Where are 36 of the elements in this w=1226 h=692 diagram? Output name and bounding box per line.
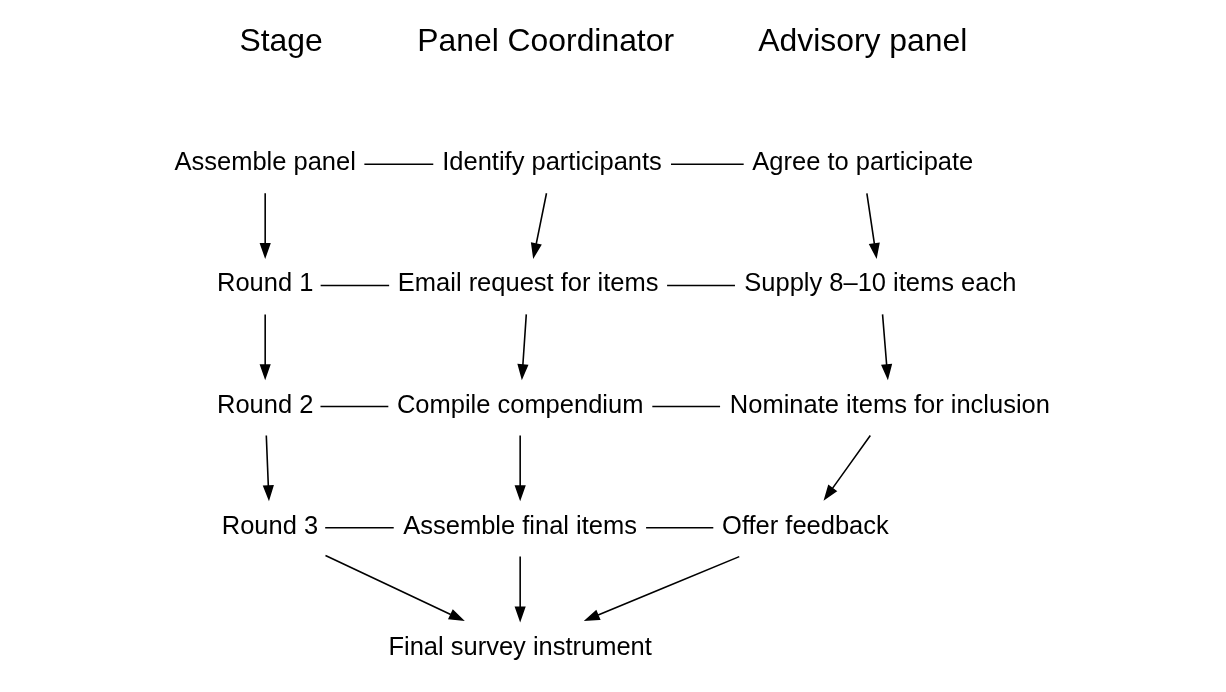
connector [319,284,390,287]
node-text: Supply 8–10 items each [744,268,1017,297]
node-text: Round 1 [217,268,314,297]
node-text: Round 2 [217,389,314,418]
arrow [514,555,526,623]
node-text: Assemble final items [403,510,638,539]
node-text: Agree to participate [752,147,974,176]
arrow [517,313,529,381]
connector [319,405,390,408]
node-text: Identify participants [442,147,662,176]
label: Panel Coordinator [417,22,675,59]
arrow [324,554,465,622]
arrow [823,434,872,501]
arrow [259,192,271,260]
node-text: Assemble panel [174,147,356,176]
arrow [583,555,741,621]
node-text: Email request for items [397,268,659,297]
connector [363,163,435,166]
connector [645,526,715,529]
node-text: Final survey instrument [388,631,652,660]
connector [666,284,736,287]
label: Advisory panel [758,22,968,59]
connector [324,526,395,529]
arrow [514,434,526,502]
connector [651,405,721,408]
node-text: Round 3 [221,510,319,539]
node-text: Offer feedback [722,510,889,539]
arrow [262,434,274,502]
label: Stage [239,22,323,59]
arrow [530,192,548,259]
arrow [881,313,893,381]
node-text: Nominate items for inclusion [729,389,1050,418]
connector [670,163,745,166]
arrow [866,192,880,259]
node-text: Compile compendium [396,389,644,418]
arrow [259,313,271,381]
